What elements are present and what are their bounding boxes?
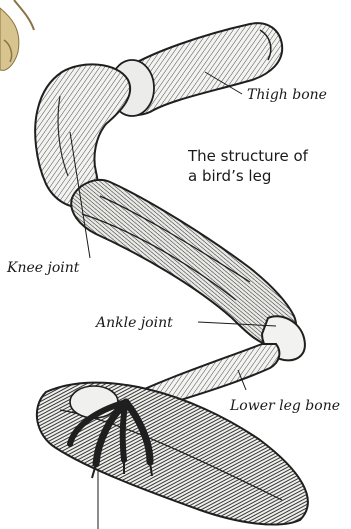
- knee-joint-label: Knee joint: [7, 261, 79, 275]
- branch-decoration: [0, 0, 34, 70]
- diagram-title-line2: a bird’s leg: [188, 166, 308, 186]
- diagram-title-line1: The structure of: [188, 146, 308, 166]
- ankle-joint-label: Ankle joint: [96, 316, 173, 330]
- thigh-bone-label: Thigh bone: [247, 88, 327, 102]
- lower-leg-bone-label: Lower leg bone: [230, 399, 340, 413]
- diagram-title: The structure of a bird’s leg: [188, 146, 308, 186]
